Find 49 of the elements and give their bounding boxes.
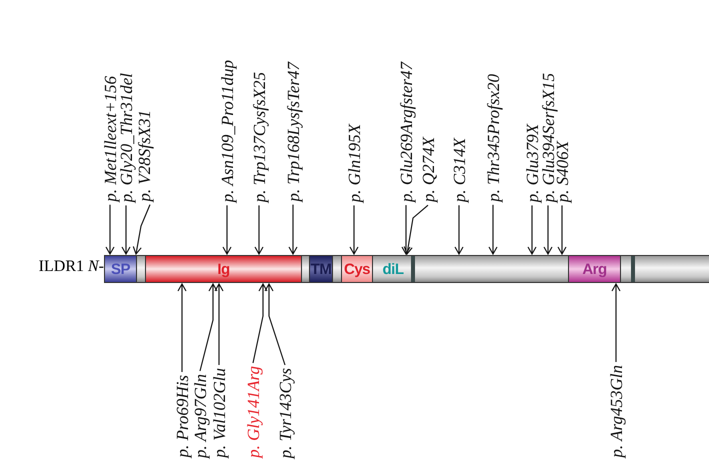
leader-arrow	[254, 205, 264, 255]
domain-label: Arg	[582, 260, 607, 278]
leader-arrow	[401, 205, 411, 255]
leader-arrow	[611, 283, 621, 362]
mutation-label: p. C314X	[450, 138, 468, 202]
mutation-label: p. Trp137CysfsX25	[250, 72, 268, 202]
mutation-label: p. Tyr143Cys	[276, 368, 294, 458]
mutation-label: p. Met1lleext+156	[102, 76, 118, 202]
leader-arrow	[557, 205, 567, 255]
leader-arrow	[264, 283, 286, 366]
leader-arrow	[288, 204, 298, 255]
mutation-label: p. Glu269Argfster47	[398, 62, 414, 202]
mutation-label: p. V28SfsX31	[136, 110, 152, 202]
leader-arrow	[121, 205, 131, 255]
mutation-label: p. Arg453Gln	[608, 365, 624, 458]
immunoglobulin-domain	[145, 255, 302, 283]
leader-arrow	[543, 205, 553, 255]
leader-arrow	[488, 204, 498, 255]
mutation-label: p. Pro69His	[174, 375, 190, 458]
domain-label: SP	[110, 260, 130, 278]
cysteine-rich-domain	[341, 255, 373, 283]
domain-label: diL	[382, 260, 404, 278]
mutation-label: p. Gln195X	[346, 124, 362, 202]
domain-label: Cys	[344, 260, 370, 278]
leader-arrow	[222, 205, 232, 255]
mutation-label: p. Arg97Gln	[192, 374, 208, 458]
mutation-label: p. Q274X	[420, 137, 436, 202]
domain-label: Ig	[217, 260, 230, 278]
leader-arrow	[454, 205, 464, 255]
transmembrane-domain	[309, 255, 333, 283]
mutation-label: p. Glu379X	[524, 124, 540, 202]
leader-arrow	[214, 283, 224, 365]
leader-arrow	[105, 204, 115, 255]
leader-arrow	[349, 205, 359, 255]
leader-arrow	[527, 205, 537, 255]
leader-arrow	[199, 283, 218, 372]
leader-arrow	[404, 204, 428, 255]
leader-arrow	[177, 283, 187, 372]
mutation-label: p. Thr345Profsx20	[484, 74, 502, 202]
domain-label: TM	[310, 260, 332, 278]
mutation-label: p. Asn109_Pro11dup	[218, 60, 236, 202]
mutation-label: p. Val102Glu	[210, 368, 228, 458]
arginine-rich-domain	[568, 255, 621, 283]
protein-name: ILDR1 N-	[38, 258, 104, 276]
leader-arrow	[132, 204, 150, 255]
leader-arrow	[252, 283, 268, 364]
mutation-label: p. Gly141Arg	[244, 366, 262, 458]
mutation-label: p. Trp168LysfsTer47	[284, 62, 302, 202]
signal-peptide-domain	[104, 255, 137, 283]
